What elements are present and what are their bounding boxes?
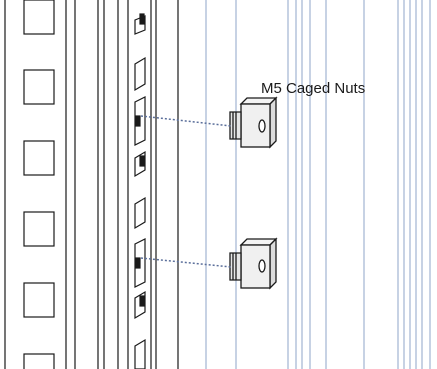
square-hole [23, 69, 55, 105]
square-hole [23, 353, 55, 369]
left-rack-post [4, 0, 119, 369]
leader-line-top [140, 115, 232, 127]
leader-line-bottom [140, 257, 232, 268]
square-hole [23, 282, 55, 318]
rack-side-profile [205, 0, 431, 369]
rail-slot [134, 196, 146, 230]
square-hole [23, 140, 55, 176]
rail-slot [134, 150, 146, 178]
rail-slot [134, 96, 146, 146]
caged-nut-bottom [229, 237, 278, 290]
square-hole [23, 0, 55, 35]
rail-slot [134, 238, 146, 288]
rail-slot [134, 56, 146, 92]
rail-slot [134, 13, 146, 35]
rail-slot [134, 290, 146, 320]
caged-nut-top [229, 96, 278, 149]
leader-lines [140, 115, 232, 268]
square-hole [23, 211, 55, 247]
inner-rail [127, 0, 179, 369]
rail-slot [134, 338, 146, 369]
callout-label: M5 Caged Nuts [261, 80, 365, 97]
